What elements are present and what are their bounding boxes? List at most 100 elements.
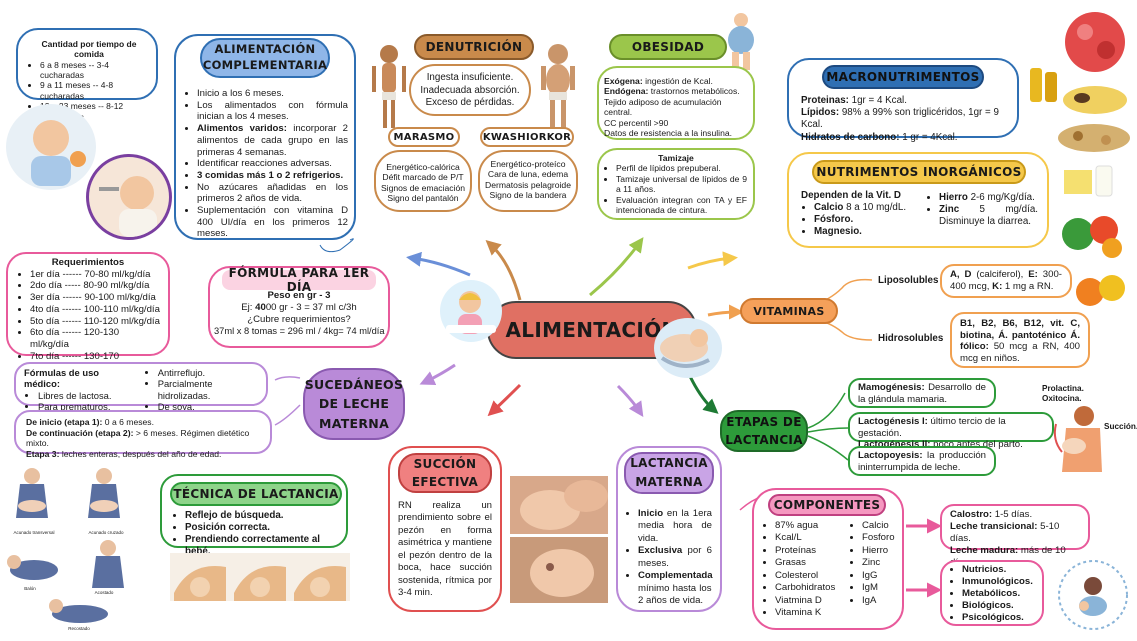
food-oil-icon xyxy=(1026,58,1060,104)
marasmo-title: MARASMO xyxy=(388,127,460,147)
etapas-formula-box: De inicio (etapa 1): 0 a 6 meses. De con… xyxy=(14,410,272,459)
list-item: Hierro xyxy=(862,545,895,557)
list-item: Alimentos varidos: incorporar 2 alimento… xyxy=(197,123,348,158)
tecnica-title: TÉCNICA DE LACTANCIA xyxy=(170,482,342,506)
beneficios-box: Nutricios. Inmunológicos. Metabólicos. B… xyxy=(940,560,1044,626)
list-item: Fósforo. xyxy=(814,214,916,226)
componentes-title: COMPONENTES xyxy=(768,494,886,516)
list-item: 9 a 11 meses -- 4-8 cucharadas xyxy=(40,80,150,101)
list-item: Viatmina D xyxy=(775,595,841,607)
baby-eating-photo xyxy=(6,104,96,190)
hidrosolubles-label: Hidrosolubles xyxy=(878,333,944,344)
list-item: Magnesio. xyxy=(814,226,916,238)
list-item: Proteínas xyxy=(775,545,841,557)
list-item: Inicio a los 6 meses. xyxy=(197,88,348,100)
list-item: 1er día ------ 70-80 ml/kg/día xyxy=(30,269,160,281)
cause-item: Exceso de pérdidas. xyxy=(425,97,515,109)
list-item: Kcal/L xyxy=(775,532,841,544)
list-item: Colesterol xyxy=(775,570,841,582)
succion-label: Succión. xyxy=(1104,422,1137,431)
formulas-uso-box: Fórmulas de uso médico: Libres de lactos… xyxy=(14,362,268,412)
obese-child-illustration xyxy=(724,12,758,72)
cause-item: Ingesta insuficiente. xyxy=(426,72,514,83)
mother-baby-circle-illustration xyxy=(1054,556,1132,634)
caption: Acunado cruzado xyxy=(88,530,124,535)
list-item: No azúcares añadidas en los primeros 2 a… xyxy=(197,182,348,205)
center-title: ALIMENTACIÓN xyxy=(505,318,679,342)
list-item: Inicio en la 1era media hora de vida. xyxy=(638,508,712,545)
food-pasta-icon xyxy=(1060,80,1130,120)
list-item: 87% agua xyxy=(775,520,841,532)
list-item: 5to día ------ 110-120 ml/kg/día xyxy=(30,316,160,328)
complementaria-title: ALIMENTACIÓN COMPLEMENTARIA xyxy=(200,38,330,78)
list-item: Hierro 2-6 mg/Kg/día. xyxy=(939,192,1038,204)
list-item: Parcialmente hidrolizadas. xyxy=(158,378,258,401)
mother-nursing-illustration xyxy=(1048,404,1104,474)
breastfeeding-positions-figure: Acunado transversal Acunado cruzado Acos… xyxy=(4,462,154,636)
list-item: Complementada mínimo hasta los 2 años de… xyxy=(638,570,713,607)
list-item: 3er día ------ 90-100 ml/kg/día xyxy=(30,292,160,304)
list-item: Carbohidratos xyxy=(775,582,841,594)
list-item: Psicológicos. xyxy=(962,612,1036,624)
tipos-leche-box: Calostro: 1-5 días. Leche transicional: … xyxy=(940,504,1090,568)
list-item: 6 a 8 meses -- 3-4 cucharadas xyxy=(40,60,150,81)
list-item: Zinc xyxy=(862,557,895,569)
hidrosolubles-box: B1, B2, B6, B12, vit. C, biotina, Á. pan… xyxy=(950,312,1090,368)
list-item: 4to día ------ 100-110 ml/kg/día xyxy=(30,304,160,316)
tamizaje-box: Tamizaje Perfil de lípidos prepuberal. T… xyxy=(597,148,755,220)
caption: Acostado xyxy=(94,590,114,595)
lactogenesis-box: Lactogénesis I: último tercio de la gest… xyxy=(848,412,1054,450)
marasmo-box: Energético-calórica Défit marcado de P/T… xyxy=(374,150,472,212)
etapas-lactancia-title: ETAPAS DE LACTANCIA xyxy=(720,410,808,452)
inorganicos-title: NUTRIMENTOS INORGÁNICOS xyxy=(812,160,1026,184)
list-item: IgM xyxy=(862,582,895,594)
liposolubles-box: A, D (calciferol), E: 300-400 mcg, K: 1 … xyxy=(940,264,1072,298)
sucedaneos-title: SUCEDÁNEOS DE LECHE MATERNA xyxy=(303,368,405,440)
child-swollen-illustration xyxy=(536,44,580,130)
latch-sequence-figure xyxy=(170,553,350,601)
list-item: Calcio xyxy=(862,520,895,532)
list-item: Inmunológicos. xyxy=(962,576,1036,588)
cucharadas-box: Cantidad por tiempo de comida 6 a 8 mese… xyxy=(16,28,158,122)
list-item: Exclusiva por 6 meses. xyxy=(638,545,712,570)
child-thin-illustration xyxy=(368,44,410,130)
list-item: Fosforo xyxy=(862,532,895,544)
succion-title: SUCCIÓN EFECTIVA xyxy=(398,453,492,493)
list-item: Zinc 5 mg/día. Disminuye la diarrea. xyxy=(939,204,1038,228)
caption: Recostado xyxy=(68,626,90,631)
list-item: Para prematuros. xyxy=(38,401,133,412)
list-item: Suplementación con vitamina D 400 UI/día… xyxy=(197,205,348,240)
list-item: Nutricios. xyxy=(962,564,1036,576)
food-fruits-icon xyxy=(1072,268,1130,312)
requerimientos-box: Requerimientos 1er día ------ 70-80 ml/k… xyxy=(6,252,170,373)
macro-title: MACRONUTRIMENTOS xyxy=(822,65,984,89)
kwashiorkor-title: KWASHIORKOR xyxy=(480,127,574,147)
formula-title: FÓRMULA PARA 1ER DÍA xyxy=(222,266,376,294)
list-item: Calcio 8 a 10 mg/dL. xyxy=(814,202,916,214)
list-item: 3 comidas más 1 o 2 refrigerios. xyxy=(197,170,348,182)
list-item: Biológicos. xyxy=(962,600,1036,612)
breastfeeding-illustration xyxy=(654,318,722,378)
food-dairy-icon xyxy=(1058,160,1130,200)
cause-item: Inadecuada absorción. xyxy=(420,84,520,96)
kwashiorkor-box: Energético-proteíco Cara de luna, edema … xyxy=(478,150,578,212)
lactopoyesis-box: Lactopoyesis: la producción ininterrumpi… xyxy=(848,446,996,476)
list-item: Evaluación integran con TA y EF intencio… xyxy=(616,195,747,216)
lactancia-title: LACTANCIA MATERNA xyxy=(624,452,714,494)
newborn-photo-2 xyxy=(510,537,608,603)
list-item: Reflejo de búsqueda. xyxy=(185,510,340,522)
liposolubles-label: Liposolubles xyxy=(878,275,939,286)
newborn-photo-1 xyxy=(510,476,608,534)
caption: Balón xyxy=(24,586,36,591)
denutricion-causes: Ingesta insuficiente. Inadecuada absorci… xyxy=(409,64,531,116)
prolactina-label: Prolactina. xyxy=(1042,384,1084,393)
denutricion-title: DENUTRICIÓN xyxy=(414,34,534,60)
list-item: Los alimentados con fórmula inician a lo… xyxy=(197,100,348,123)
list-item: Posición correcta. xyxy=(185,522,340,534)
vitaminas-title: VITAMINAS xyxy=(740,298,838,324)
list-item: 6to día ------ 120-130 ml/kg/día xyxy=(30,327,160,350)
oxitocina-label: Oxitocina. xyxy=(1042,394,1082,403)
list-item: Libres de lactosa. xyxy=(38,390,133,401)
list-item: Perfil de lípidos prepuberal. xyxy=(616,163,747,173)
obesidad-box: Exógena: ingestión de Kcal. Endógena: tr… xyxy=(597,66,755,140)
